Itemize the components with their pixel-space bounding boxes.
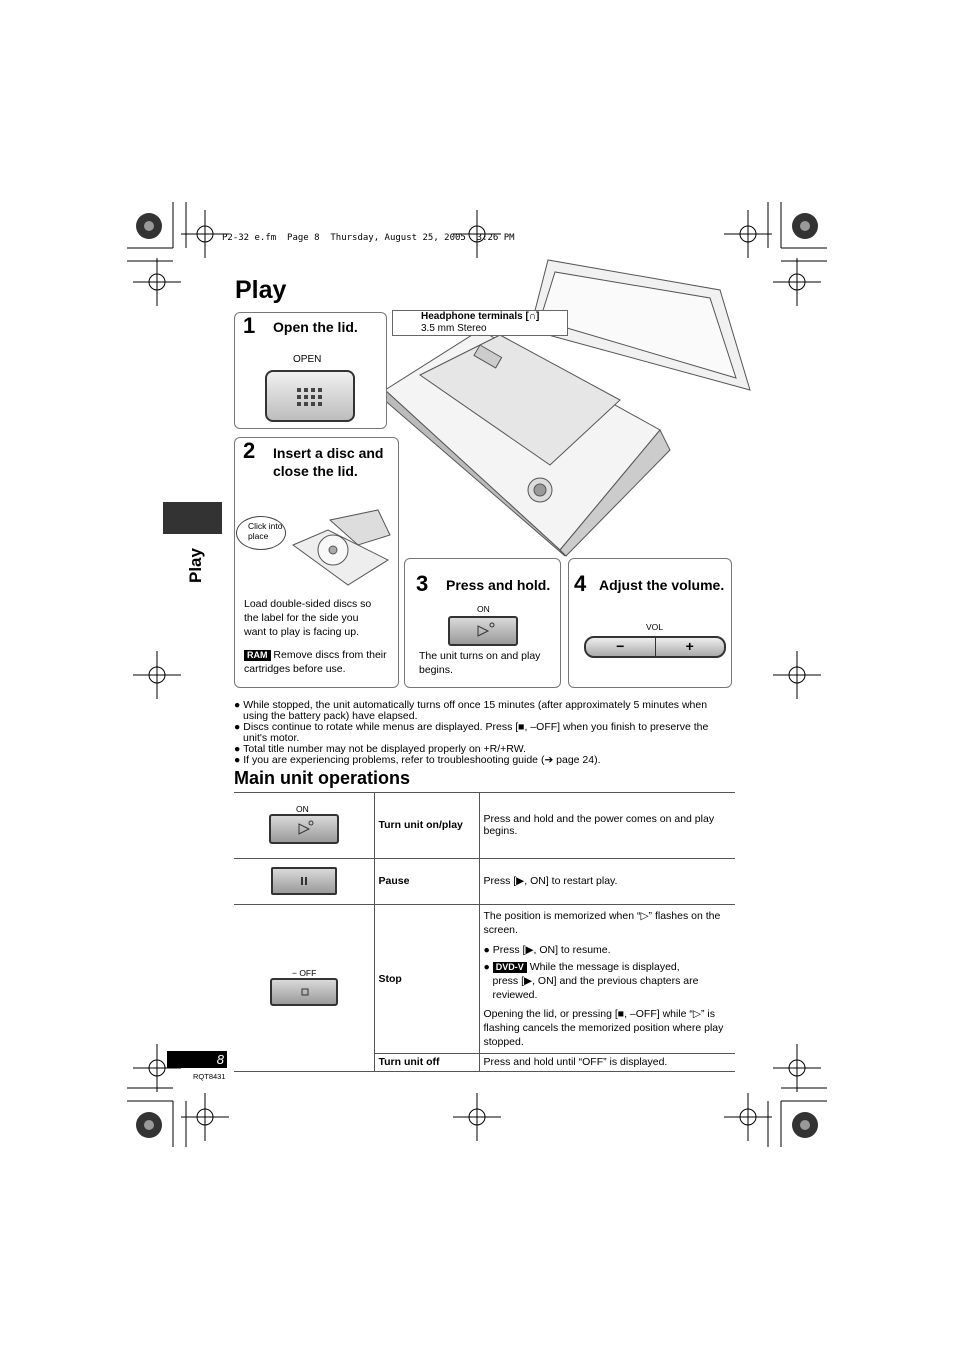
section-title: Main unit operations: [234, 768, 411, 788]
notes-list: ● While stopped, the unit automatically …: [234, 700, 734, 766]
on-play-button[interactable]: [448, 616, 518, 646]
note-item: ● Total title number may not be displaye…: [234, 743, 526, 755]
step2-note-1: Load double-sided discs so: [244, 598, 372, 610]
play-icon: [477, 622, 495, 637]
icon-cell: ON: [234, 792, 375, 859]
headphone-desc: 3.5 mm Stereo: [421, 323, 487, 334]
open-label: OPEN: [293, 354, 322, 365]
pause-button[interactable]: [270, 866, 337, 895]
operation-name: Turn unit on/play: [374, 792, 480, 859]
off-label: − OFF: [292, 968, 317, 978]
grid-icon: [297, 388, 322, 406]
stop-off-button[interactable]: [269, 978, 338, 1006]
table-row: Pause Press [▶, ON] to restart play.: [234, 858, 735, 905]
dvd-player-illustration: [381, 259, 751, 557]
click-callout-2: place: [248, 531, 269, 541]
click-callout-1: Click into: [248, 521, 283, 531]
table-row: ON Turn unit on/play Press and hold and …: [234, 792, 735, 859]
step3-note-2: begins.: [419, 664, 453, 676]
step4-panel: [568, 558, 732, 688]
step2-number: 2: [243, 438, 256, 463]
page-number-box: [167, 1051, 227, 1068]
side-tab-block: [163, 502, 222, 534]
disc-insert-illustration: [291, 509, 391, 586]
step4-number: 4: [574, 571, 587, 596]
ram-line-1: Remove discs from their: [273, 649, 387, 661]
ram-note: RAM Remove discs from their cartridges b…: [244, 648, 387, 676]
operations-table: ON Turn unit on/play Press and hold and …: [234, 792, 735, 1072]
stop-icon: [301, 988, 309, 996]
page-number: 8: [216, 1052, 224, 1067]
note-item: ● If you are experiencing problems, refe…: [234, 754, 601, 766]
step3-note-1: The unit turns on and play: [419, 650, 541, 662]
step2-note-2: the label for the side you: [244, 612, 359, 624]
side-tab-label: Play: [186, 548, 205, 583]
vol-label: VOL: [646, 622, 664, 632]
ram-line-2: cartridges before use.: [244, 663, 346, 675]
step2-title-2: close the lid.: [273, 463, 358, 479]
icon-cell: − OFF: [234, 904, 375, 1072]
click-callout: Click into place: [236, 516, 286, 550]
operation-desc: Press [▶, ON] to restart play.: [479, 858, 735, 905]
table-row: − OFF Stop The position is memorized whe…: [234, 904, 735, 1072]
step2-title-1: Insert a disc and: [273, 445, 384, 461]
note-item: ● While stopped, the unit automatically …: [234, 699, 708, 722]
operation-desc: Press and hold until “OFF” is displayed.: [479, 1052, 735, 1072]
volume-up-button[interactable]: +: [685, 638, 694, 654]
doc-code: RQT8431: [193, 1072, 226, 1081]
open-button[interactable]: [265, 370, 355, 422]
step2-note-3: want to play is facing up.: [244, 626, 359, 638]
icon-cell: [234, 858, 375, 905]
on-label: ON: [477, 604, 490, 614]
play-icon: [298, 820, 314, 836]
volume-down-button[interactable]: −: [586, 638, 656, 656]
step4-title: Adjust the volume.: [599, 577, 725, 593]
dvd-v-badge: DVD-V: [492, 961, 527, 973]
step3-title: Press and hold.: [446, 577, 551, 593]
on-play-button[interactable]: [268, 814, 339, 845]
step3-note: The unit turns on and play begins.: [419, 649, 540, 677]
operation-name: Turn unit off: [374, 1052, 480, 1072]
file-header: P2-32 e.fm Page 8 Thursday, August 25, 2…: [222, 233, 515, 243]
headphone-title: Headphone terminals [∩]: [421, 311, 540, 322]
operation-desc: The position is memorized when “▷” flash…: [479, 904, 735, 1054]
ram-badge: RAM: [244, 650, 271, 661]
step2-note: Load double-sided discs so the label for…: [244, 597, 371, 639]
on-label: ON: [296, 804, 309, 815]
table-row: Turn unit off Press and hold until “OFF”…: [234, 1052, 735, 1072]
operation-desc: Press and hold and the power comes on an…: [479, 792, 735, 859]
step3-number: 3: [416, 571, 429, 596]
step1-title: Open the lid.: [273, 319, 358, 335]
page-title: Play: [235, 276, 287, 304]
volume-control: − +: [584, 636, 726, 658]
step1-number: 1: [243, 313, 256, 338]
operation-name: Stop: [374, 904, 480, 1054]
note-item: ● Discs continue to rotate while menus a…: [234, 721, 709, 744]
operation-name: Pause: [374, 858, 480, 905]
headphone-callout: Headphone terminals [∩] 3.5 mm Stereo: [392, 310, 568, 336]
pause-icon: [300, 876, 307, 885]
